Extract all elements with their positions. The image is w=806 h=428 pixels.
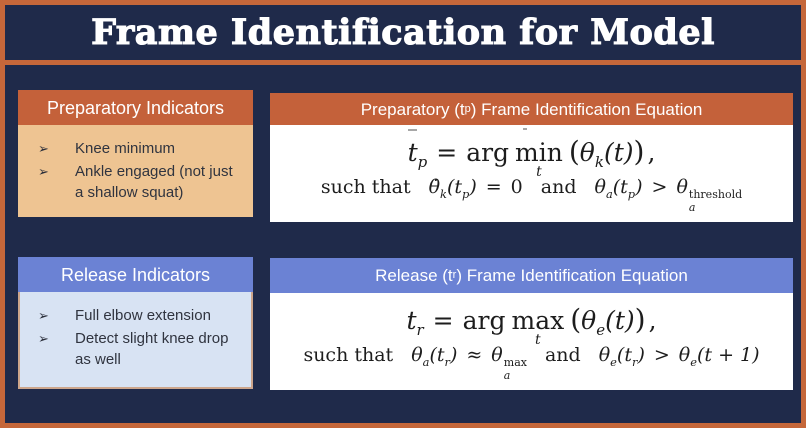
arrow-bullet-icon: ➢ [38, 141, 49, 156]
cropped-artifact [523, 128, 527, 130]
header-text: ) Frame Identification Equation [456, 266, 688, 285]
page-title: Frame Identification for Model [91, 11, 715, 53]
header-subscript: r [452, 269, 457, 281]
list-item: ➢ Detect slight knee drop as well [38, 328, 243, 370]
header-text: Release (t [375, 266, 453, 285]
arrow-bullet-icon: ➢ [38, 331, 49, 346]
list-item: ➢ Knee minimum [38, 138, 245, 159]
title-divider-line [5, 60, 801, 65]
release-indicators-body: ➢ Full elbow extension ➢ Detect slight k… [18, 292, 253, 389]
arrow-bullet-icon: ➢ [38, 164, 49, 179]
list-item: ➢ Ankle engaged (not just a shallow squa… [38, 161, 245, 203]
header-text: ) Frame Identification Equation [470, 99, 703, 119]
release-bullet-list: ➢ Full elbow extension ➢ Detect slight k… [38, 305, 243, 370]
release-indicators-header: Release Indicators [18, 257, 253, 292]
arrow-bullet-icon: ➢ [38, 308, 49, 323]
bullet-text: Detect slight knee drop as well [75, 330, 229, 368]
preparatory-indicators-body: ➢ Knee minimum ➢ Ankle engaged (not just… [18, 125, 253, 217]
bullet-text: Ankle engaged (not just a shallow squat) [75, 163, 233, 201]
preparatory-indicators-card: Preparatory Indicators ➢ Knee minimum ➢ … [18, 90, 253, 217]
bullet-text: Knee minimum [75, 140, 176, 157]
cropped-artifact [408, 129, 417, 131]
preparatory-indicators-header: Preparatory Indicators [18, 90, 253, 125]
preparatory-bullet-list: ➢ Knee minimum ➢ Ankle engaged (not just… [38, 138, 245, 203]
header-subscript: p [464, 102, 471, 115]
list-item: ➢ Full elbow extension [38, 305, 243, 326]
release-indicators-card: Release Indicators ➢ Full elbow extensio… [18, 257, 253, 389]
header-text: Preparatory (t [360, 99, 465, 119]
bullet-text: Full elbow extension [75, 307, 211, 324]
title-banner: Frame Identification for Model [5, 5, 801, 60]
